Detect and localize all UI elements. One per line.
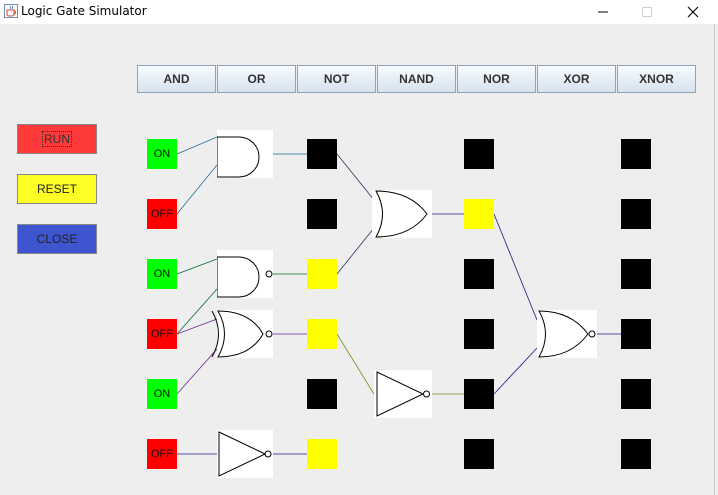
signal-cell[interactable] <box>307 439 337 469</box>
signal-cell[interactable] <box>464 379 494 409</box>
minimize-button[interactable] <box>580 0 626 24</box>
xor-gate-button[interactable]: XOR <box>537 65 616 93</box>
signal-cell[interactable] <box>464 439 494 469</box>
java-cup-icon <box>4 4 18 18</box>
wire <box>176 348 218 395</box>
run-button-label: RUN <box>42 131 72 147</box>
not-gate-2[interactable] <box>374 370 432 418</box>
signal-cell[interactable] <box>464 139 494 169</box>
maximize-icon <box>642 7 652 17</box>
window-title: Logic Gate Simulator <box>21 4 147 18</box>
signal-cell[interactable] <box>307 319 337 349</box>
close-icon <box>687 6 699 18</box>
input-toggle-1[interactable]: ON <box>147 139 177 169</box>
reset-button[interactable]: RESET <box>17 174 97 204</box>
signal-cell[interactable] <box>621 259 651 289</box>
input-toggle-5[interactable]: ON <box>147 379 177 409</box>
run-button[interactable]: RUN <box>17 124 97 154</box>
close-window-button[interactable] <box>670 0 716 24</box>
signal-cell[interactable] <box>307 259 337 289</box>
or-gate-1[interactable] <box>372 190 432 238</box>
nor-gate[interactable] <box>537 310 597 358</box>
wire <box>336 153 375 201</box>
or-gate-button[interactable]: OR <box>217 65 296 93</box>
close-button[interactable]: CLOSE <box>17 224 97 254</box>
title-bar: Logic Gate Simulator <box>0 0 718 24</box>
signal-cell[interactable] <box>307 379 337 409</box>
xnor-gate[interactable] <box>210 310 273 358</box>
signal-cell[interactable] <box>464 319 494 349</box>
not-gate-1[interactable] <box>217 430 273 478</box>
xnor-gate-button[interactable]: XNOR <box>617 65 696 93</box>
input-toggle-4[interactable]: OFF <box>147 319 177 349</box>
input-toggle-2[interactable]: OFF <box>147 199 177 229</box>
nand-gate-button[interactable]: NAND <box>377 65 456 93</box>
signal-cell[interactable] <box>621 319 651 349</box>
and-gate-button[interactable]: AND <box>137 65 216 93</box>
wire <box>176 164 218 215</box>
input-toggle-6[interactable]: OFF <box>147 439 177 469</box>
wire <box>176 258 218 275</box>
wire <box>493 347 538 395</box>
signal-cell[interactable] <box>621 439 651 469</box>
nor-gate-button[interactable]: NOR <box>457 65 536 93</box>
wire <box>176 288 218 335</box>
signal-cell[interactable] <box>307 199 337 229</box>
signal-cell[interactable] <box>307 139 337 169</box>
not-gate-button[interactable]: NOT <box>297 65 376 93</box>
signal-cell[interactable] <box>621 379 651 409</box>
main-panel <box>0 24 718 495</box>
signal-cell[interactable] <box>464 259 494 289</box>
input-toggle-3[interactable]: ON <box>147 259 177 289</box>
wire <box>176 318 218 335</box>
wire <box>493 213 538 321</box>
signal-cell[interactable] <box>621 139 651 169</box>
window-edge <box>714 24 715 495</box>
wire <box>336 227 375 275</box>
wire <box>336 333 375 395</box>
signal-cell[interactable] <box>464 199 494 229</box>
wire <box>176 136 218 155</box>
nand-gate[interactable] <box>217 250 273 298</box>
minimize-icon <box>598 11 608 13</box>
and-gate[interactable] <box>217 130 273 178</box>
signal-cell[interactable] <box>621 199 651 229</box>
maximize-button[interactable] <box>624 0 670 24</box>
